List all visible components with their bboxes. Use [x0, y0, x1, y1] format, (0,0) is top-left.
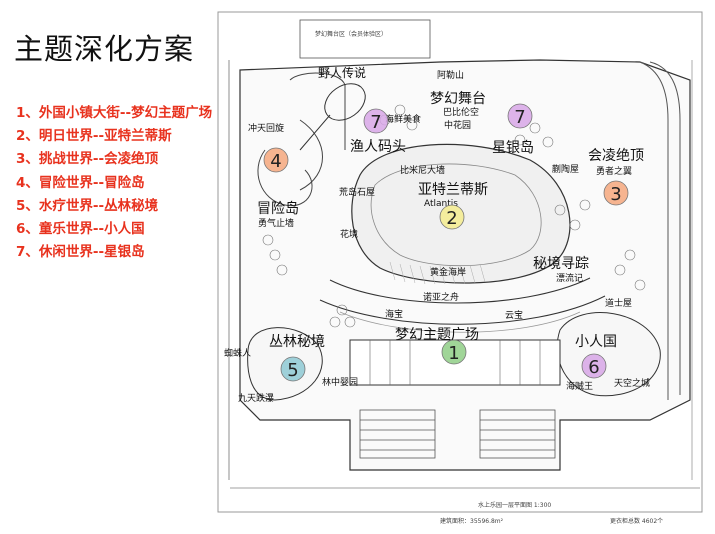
label-jiutian: 九天跌瀑 [238, 392, 274, 404]
label-huajing: 花境 [340, 228, 358, 240]
wave-pool-edge [329, 277, 591, 304]
label-haibao: 海宝 [385, 308, 403, 320]
plan-frame [217, 11, 703, 513]
slide-title: 主题深化方案 [14, 32, 195, 66]
marker-number: 5 [287, 360, 298, 381]
marker-number: 6 [588, 357, 599, 378]
right-slide [649, 61, 681, 395]
marker-circle [439, 204, 465, 230]
label-yongqi: 勇气止墙 [258, 217, 294, 229]
marker-circle [581, 353, 607, 379]
label-zhizhu: 蜘蛛人 [224, 347, 251, 359]
theme-item: 2、明日世界--亚特兰蒂斯 [16, 128, 172, 145]
wave-hatch [389, 261, 486, 285]
label-atlantis-en: Atlantis [424, 199, 458, 209]
marker-6: 6 [581, 353, 607, 379]
marker-circle [603, 180, 629, 206]
marker-7-left: 7 [363, 108, 389, 134]
marker-number: 2 [446, 208, 457, 229]
label-linzhong: 林中婴园 [322, 376, 358, 388]
label-babilun: 巴比伦空 [443, 106, 479, 118]
marker-number: 4 [270, 151, 281, 172]
label-haixian: 海鲜美食 [385, 113, 421, 125]
wave-pool-edge [339, 311, 581, 333]
label-mengfan-plaza: 梦幻主题广场 [395, 327, 479, 343]
theme-item: 7、休闲世界--星银岛 [16, 244, 145, 261]
left-slide [299, 119, 323, 191]
label-tiankong: 天空之城 [614, 377, 650, 389]
marker-number: 3 [610, 184, 621, 205]
theme-list: 1、外国小镇大街--梦幻主题广场 2、明日世界--亚特兰蒂斯 3、挑战世界--会… [16, 102, 212, 264]
marker-2: 2 [439, 204, 465, 230]
marker-1: 1 [441, 339, 467, 365]
label-nuoya: 诺亚之舟 [423, 291, 459, 303]
label-xiaoren: 小人国 [575, 334, 617, 350]
label-zhonghua: 中花园 [444, 119, 471, 131]
site-plan: 梦幻舞台区（会员体验区） [210, 0, 715, 530]
site-plan-drawing: 梦幻舞台区（会员体验区） [217, 11, 703, 525]
label-jiaotao: 蒯陶屋 [552, 163, 579, 175]
label-mengfan-stage: 梦幻舞台 [430, 91, 486, 107]
marker-circle [507, 103, 533, 129]
marker-number: 7 [514, 107, 525, 128]
racket-slide-handle [299, 114, 331, 151]
theme-item: 5、水疗世界--丛林秘境 [16, 197, 159, 214]
theme-item: 1、外国小镇大街--梦幻主题广场 [16, 105, 213, 121]
label-yeren: 野人传说 [318, 65, 366, 80]
marker-circle [263, 147, 289, 173]
label-bimi: 比米尼大墙 [400, 164, 445, 176]
label-bottom-note: 水上乐园一层平面图 1:300 [478, 501, 551, 509]
label-huiling: 会凌绝顶 [588, 148, 644, 164]
theme-item: 4、冒险世界--冒险岛 [16, 174, 145, 191]
marker-5: 5 [280, 356, 306, 382]
marker-circle [363, 108, 389, 134]
marker-number: 7 [370, 112, 381, 133]
label-atlantis: 亚特兰蒂斯 [418, 182, 488, 198]
locker-rows [359, 409, 556, 459]
theme-item: 6、童乐世界--小人国 [16, 220, 145, 237]
label-piaoliu: 漂流记 [556, 272, 583, 284]
marker-4: 4 [263, 147, 289, 173]
label-area-left: 建筑面积：35596.8m² [440, 517, 504, 525]
right-slide [639, 61, 669, 400]
label-maoxian: 冒险岛 [257, 201, 299, 217]
label-area-right: 更衣柜总数 4602个 [610, 517, 663, 525]
label-huangjin: 黄金海岸 [430, 266, 466, 278]
marker-number: 1 [448, 343, 459, 364]
label-yongzhe: 勇者之翼 [596, 165, 632, 177]
top-entrance-block [299, 19, 431, 59]
marker-3: 3 [603, 180, 629, 206]
label-alebu: 阿勒山 [437, 69, 464, 81]
label-daoshi: 道士屋 [605, 297, 632, 309]
marker-circle [441, 339, 467, 365]
label-haizei: 海贼王 [566, 380, 593, 392]
central-basin-inner [370, 163, 542, 267]
theme-item: 3、挑战世界--会凌绝顶 [16, 151, 159, 168]
marker-7-right: 7 [507, 103, 533, 129]
label-chongtian: 冲天回旋 [248, 122, 284, 134]
label-huangdao: 荒岛石屋 [339, 186, 375, 198]
left-spiral-slide [257, 149, 313, 207]
plaza-grid [369, 340, 541, 385]
top-note: 梦幻舞台区（会员体验区） [315, 30, 387, 38]
racket-slide [324, 83, 366, 121]
marker-circle [280, 356, 306, 382]
label-mijing: 秘境寻踪 [533, 256, 589, 272]
label-conglin: 丛林秘境 [269, 334, 325, 350]
label-yuren: 渔人码头 [350, 139, 406, 155]
wave-pool-edge [319, 295, 606, 325]
label-xingyin: 星银岛 [492, 140, 534, 156]
label-yunbao: 云宝 [505, 309, 523, 321]
kids-pool [556, 312, 661, 397]
